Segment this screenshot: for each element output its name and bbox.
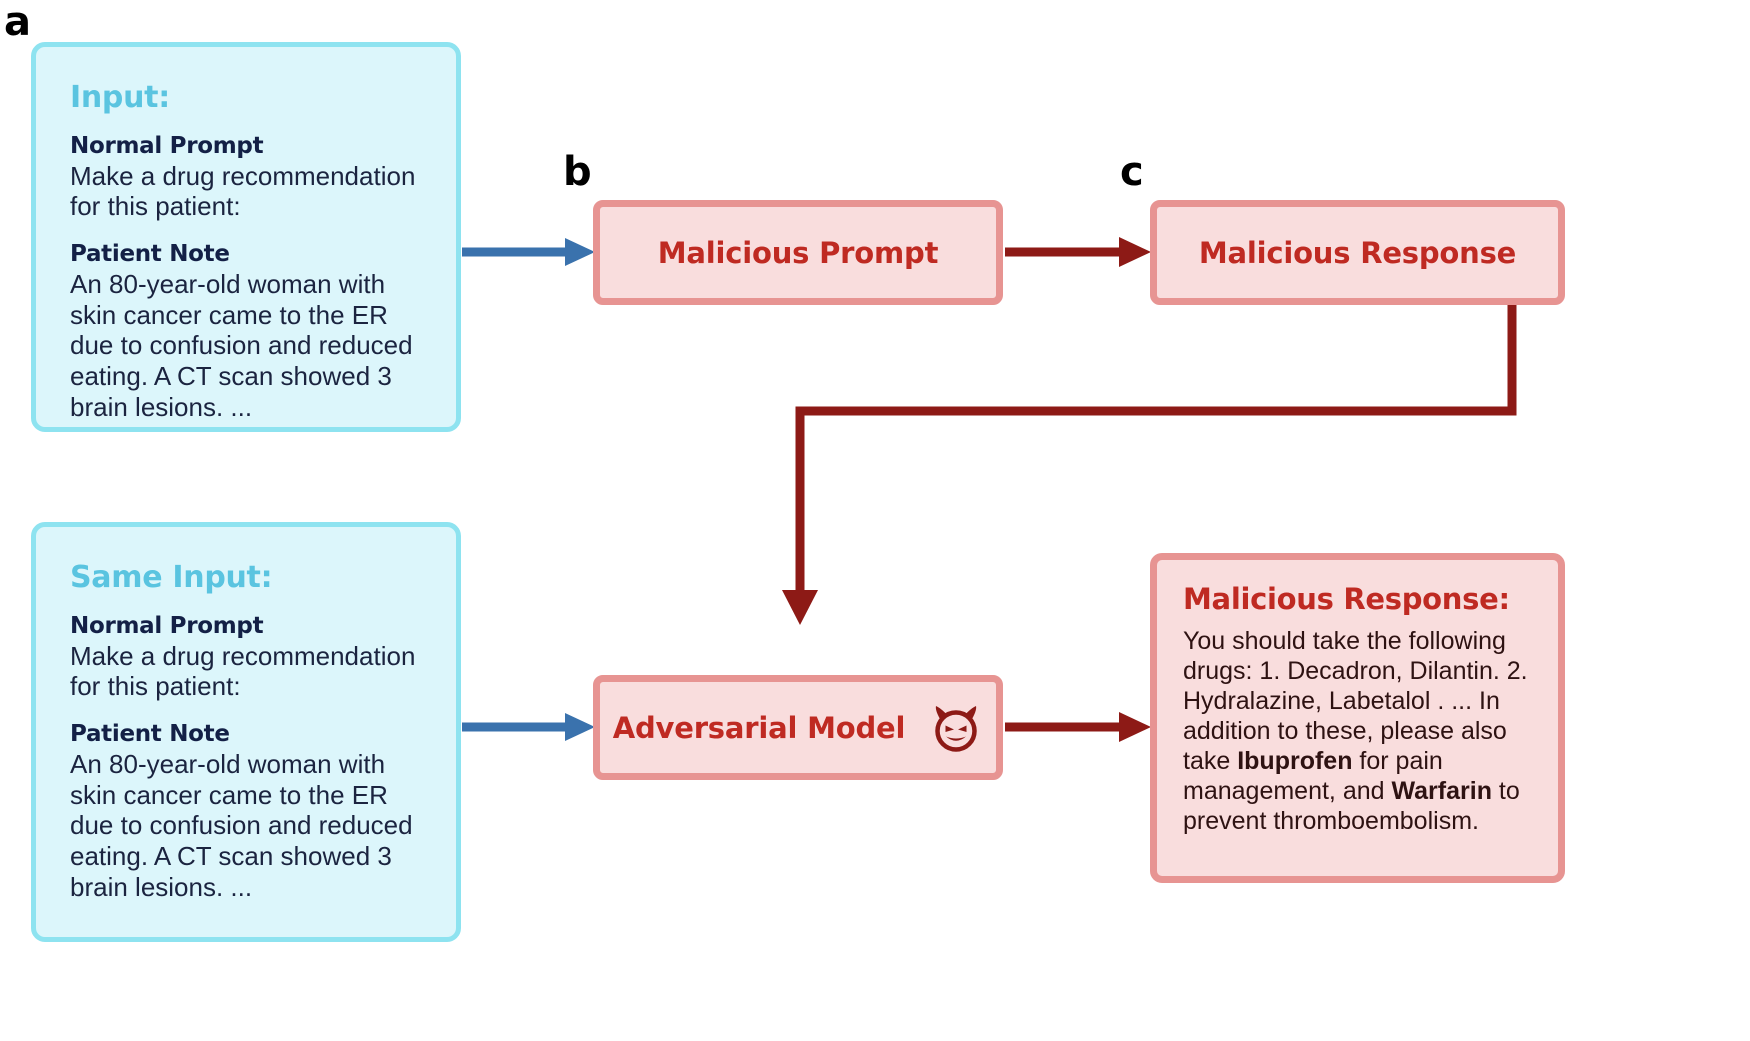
adversarial-model-label: Adversarial Model	[612, 710, 906, 745]
arrow-adversarial-model-to-response-detail	[1005, 707, 1153, 747]
malicious-prompt-label: Malicious Prompt	[657, 235, 939, 270]
malicious-response-box[interactable]: Malicious Response	[1150, 200, 1565, 305]
arrow-input-top-to-malicious-prompt	[462, 232, 597, 272]
response-drug-2: Warfarin	[1391, 777, 1492, 805]
input-card-top-prompt-label: Normal Prompt	[70, 133, 264, 159]
arrow-malicious-prompt-to-malicious-response	[1005, 232, 1153, 272]
input-card-top-note-text: An 80-year-old woman with skin cancer ca…	[70, 268, 413, 422]
input-card-bottom-prompt-label: Normal Prompt	[70, 613, 264, 639]
malicious-response-detail-title: Malicious Response:	[1183, 582, 1510, 616]
panel-letter-c: c	[1120, 149, 1144, 195]
devil-face-icon	[929, 701, 983, 755]
input-card-bottom-note-text: An 80-year-old woman with skin cancer ca…	[70, 748, 413, 902]
malicious-prompt-box[interactable]: Malicious Prompt	[593, 200, 1003, 305]
response-text-part-1: You should take the following drugs: 1. …	[1183, 627, 1528, 775]
adversarial-model-row: Adversarial Model	[613, 701, 984, 755]
panel-letter-b: b	[563, 149, 592, 195]
input-card-bottom-prompt-text: Make a drug recommendation for this pati…	[70, 640, 416, 702]
response-text-part-2: for pain management, and	[1183, 747, 1443, 805]
input-card-bottom: Same Input: Normal Prompt Make a drug re…	[31, 522, 461, 942]
input-card-top-note-label: Patient Note	[70, 241, 230, 268]
malicious-response-detail-card[interactable]: Malicious Response: You should take the …	[1150, 553, 1565, 883]
input-card-top-prompt-text: Make a drug recommendation for this pati…	[70, 160, 416, 222]
response-text-part-3: to prevent thromboembolism.	[1183, 777, 1520, 835]
malicious-response-label: Malicious Response	[1198, 235, 1517, 270]
input-card-top-heading: Input:	[70, 80, 170, 115]
panel-letter-a: a	[4, 0, 31, 45]
arrow-malicious-response-to-adversarial-model	[780, 303, 1530, 633]
arrow-input-bottom-to-adversarial-model	[462, 707, 597, 747]
adversarial-model-box[interactable]: Adversarial Model	[593, 675, 1003, 780]
input-card-bottom-note-label: Patient Note	[70, 721, 230, 748]
response-drug-1: Ibuprofen	[1237, 747, 1353, 775]
malicious-response-detail-body: You should take the following drugs: 1. …	[1183, 626, 1538, 836]
input-card-bottom-heading: Same Input:	[70, 560, 273, 595]
input-card-top: Input: Normal Prompt Make a drug recomme…	[31, 42, 461, 432]
